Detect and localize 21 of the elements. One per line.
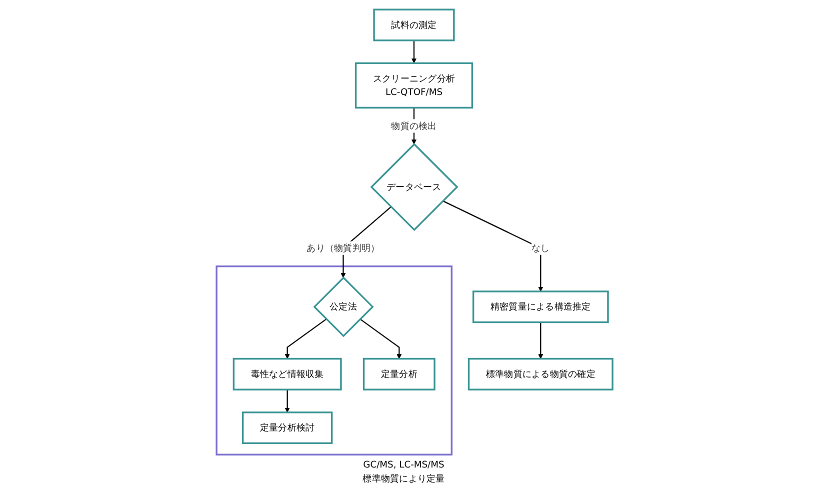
node-box: 精密質量による構造推定 [472, 290, 610, 324]
node-diamond: データベース [370, 143, 459, 232]
edge-label: 物質の検出 [392, 120, 438, 132]
edge-label: あり（物質判明） [307, 242, 380, 254]
node-diamond: 公定法 [314, 276, 374, 338]
arrow [443, 200, 544, 292]
node-label: GC/MS, LC-MS/MS [364, 459, 445, 470]
node-box: 試料の測定 [374, 8, 456, 42]
arrow [538, 322, 544, 359]
cluster [216, 265, 453, 456]
node-box: 毒性など情報収集 [233, 358, 342, 390]
arrow [285, 318, 328, 359]
edge-label: なし [532, 242, 550, 254]
arrow [285, 390, 290, 413]
arrow [360, 318, 402, 359]
node-box: スクリーニング分析 LC-QTOF/MS [355, 62, 474, 109]
node-box: 標準物質による物質の確定 [468, 358, 614, 390]
arrow [412, 40, 417, 64]
node-box: 定量分析 [363, 358, 436, 390]
node-label: 標準物質により定量 [363, 472, 446, 484]
node-box: 定量分析検討 [242, 412, 334, 444]
